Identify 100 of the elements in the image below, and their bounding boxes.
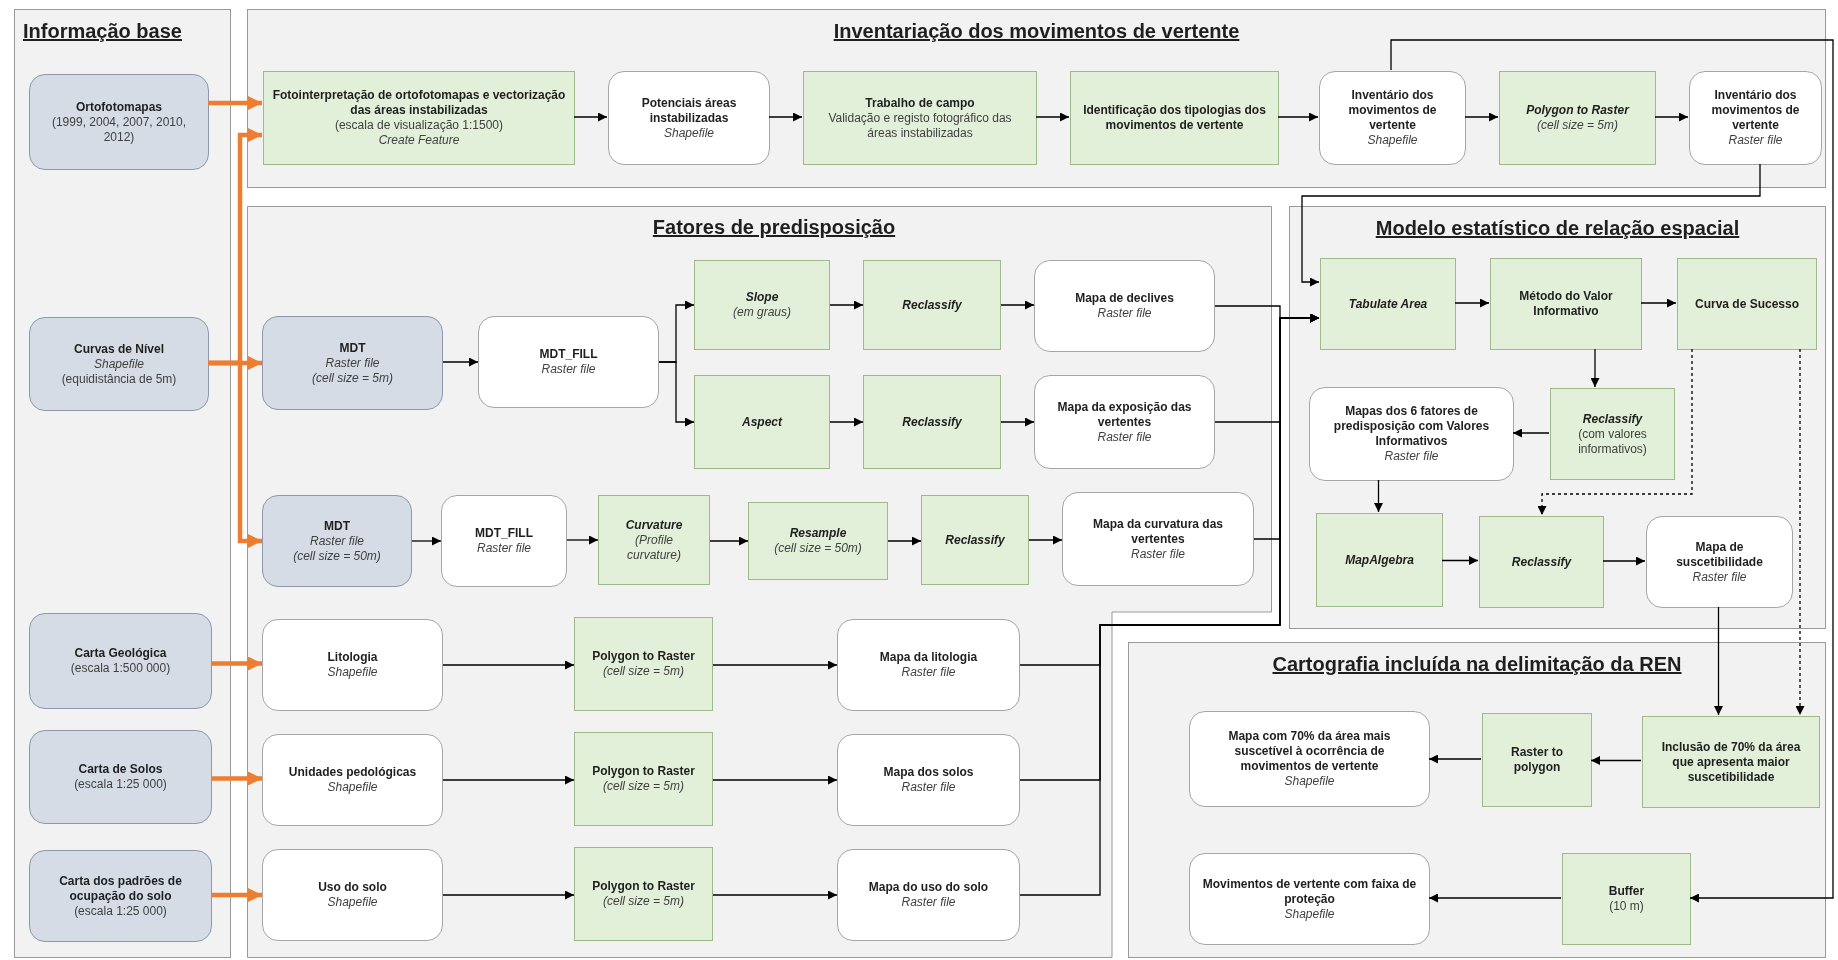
process-box [1499, 71, 1656, 165]
arrow [1028, 535, 1063, 545]
panel [247, 9, 1826, 188]
box-sublabel: Shapefile [1367, 133, 1418, 148]
arrow [442, 357, 479, 367]
box-label: Potenciais áreas instabilizadas [640, 95, 738, 126]
input-data-box [29, 730, 212, 824]
box-label: Mapa com 70% da área mais suscetível à ocorrência de movimentos de vertente [1227, 729, 1392, 774]
box-label: Mapa de declives [1075, 291, 1174, 306]
panel [14, 9, 231, 958]
process-box [1562, 853, 1691, 945]
box-sublabel: Shapefile [1284, 906, 1335, 922]
box-label: Curvature [625, 517, 683, 533]
arrow [1390, 39, 1834, 903]
process-box [574, 617, 713, 711]
box-label: Mapa da exposição das vertentes [1056, 399, 1193, 430]
data-box [1189, 711, 1430, 807]
arrow [768, 112, 803, 122]
arrow [887, 536, 922, 546]
process-box [694, 375, 830, 469]
box-sublabel: Validação e registo fotográfico das áreas instabilizadas [827, 110, 1013, 141]
box-label: Unidades pedológicas [288, 765, 417, 780]
arrow [566, 535, 599, 545]
box-sublabel: (escala 1:500 000) [70, 661, 171, 676]
box-label: Reclassify [902, 297, 962, 313]
process-box [574, 732, 713, 826]
data-box [441, 495, 567, 587]
process-box [921, 495, 1029, 585]
arrow [442, 775, 575, 785]
panel-title: Modelo estatístico de relação espacial [1375, 216, 1740, 241]
box-sublabel: Raster file [1692, 569, 1747, 585]
box-label: Tabulate Area [1348, 296, 1428, 312]
arrow [1454, 298, 1490, 308]
box-label: Polygon to Raster [592, 649, 695, 664]
box-label: Curvas de Nível [73, 341, 164, 357]
input-data-box [29, 317, 209, 411]
panel-title: Informação base [23, 19, 182, 44]
arrow [1512, 428, 1550, 438]
data-box [837, 734, 1020, 826]
arrow [411, 536, 442, 546]
process-box [1550, 388, 1675, 480]
data-box [837, 619, 1020, 711]
data-box [478, 316, 659, 408]
box-sublabel: (com valores informativos) [1577, 426, 1648, 457]
box-sublabel: (cell size = 50m) [293, 548, 381, 564]
data-box [1189, 853, 1430, 945]
box-label: Reclassify [945, 532, 1005, 548]
box-sublabel: (cell size = 50m) [774, 541, 862, 556]
box-label: Carta Geológica [74, 646, 167, 661]
box-sublabel: Shapefile [327, 665, 378, 680]
box-sublabel: (escala de visualização 1:1500) [334, 118, 504, 133]
box-sublabel: Raster file [1728, 133, 1783, 148]
arrow [211, 656, 262, 671]
arrow [1537, 348, 1693, 516]
arrow [658, 361, 695, 427]
data-box [262, 619, 443, 711]
box-label: Movimentos de vertente com faixa de proteção [1201, 876, 1418, 907]
box-label: Mapas dos 6 fatores de predisposição com Valores Informativos [1332, 404, 1491, 449]
box-sublabel: (escala 1:25 000) [74, 777, 167, 792]
box-label: Uso do solo [318, 880, 387, 895]
process-box [863, 260, 1001, 350]
data-box [262, 734, 443, 826]
box-label: MapAlgebra [1345, 552, 1414, 568]
box-label: Mapa de suscetibilidade [1675, 539, 1764, 570]
box-sublabel: (cell size = 5m) [603, 779, 684, 794]
process-box [748, 502, 888, 580]
arrow [1000, 300, 1035, 310]
process-box [1479, 516, 1604, 608]
arrow [1640, 298, 1677, 308]
process-box [1490, 258, 1642, 350]
arrow [208, 360, 262, 548]
box-label: Buffer [1608, 884, 1645, 899]
box-label: Método do Valor Informativo [1518, 289, 1614, 319]
box-label: Raster to polygon [1510, 745, 1564, 775]
box-label: Inclusão de 70% da área que apresenta maior suscetibilidade [1660, 739, 1802, 785]
process-box [263, 71, 575, 165]
box-label: MDT_FILL [539, 347, 598, 362]
arrow [1590, 348, 1600, 388]
arrow [1277, 112, 1319, 122]
box-label: Identificação dos tipologias dos movimentos de vertente [1082, 103, 1267, 133]
process-box [1320, 258, 1456, 350]
box-sublabel: Raster file [310, 533, 364, 549]
box-label: Mapa do uso do solo [868, 880, 989, 895]
panel [1289, 206, 1826, 629]
arrow [1602, 556, 1646, 566]
box-label: Fotointerpretação de ortofotomapas e vectorização das áreas instabilizadas [272, 88, 566, 118]
data-box [608, 71, 770, 165]
data-box [1689, 71, 1822, 165]
panel-title: Fatores de predisposição [652, 215, 896, 240]
process-box [1070, 71, 1279, 165]
box-sublabel: Raster file [1097, 429, 1152, 445]
box-label: Ortofotomapas [76, 99, 162, 115]
input-data-box [262, 316, 443, 410]
process-box [1316, 513, 1443, 607]
box-sublabel: Raster file [541, 362, 596, 377]
box-sublabel: Raster file [901, 780, 956, 795]
input-data-box [29, 74, 209, 170]
arrow [211, 888, 262, 902]
box-label: Slope [745, 290, 779, 305]
box-label: Inventário dos movimentos de vertente [1710, 88, 1801, 133]
